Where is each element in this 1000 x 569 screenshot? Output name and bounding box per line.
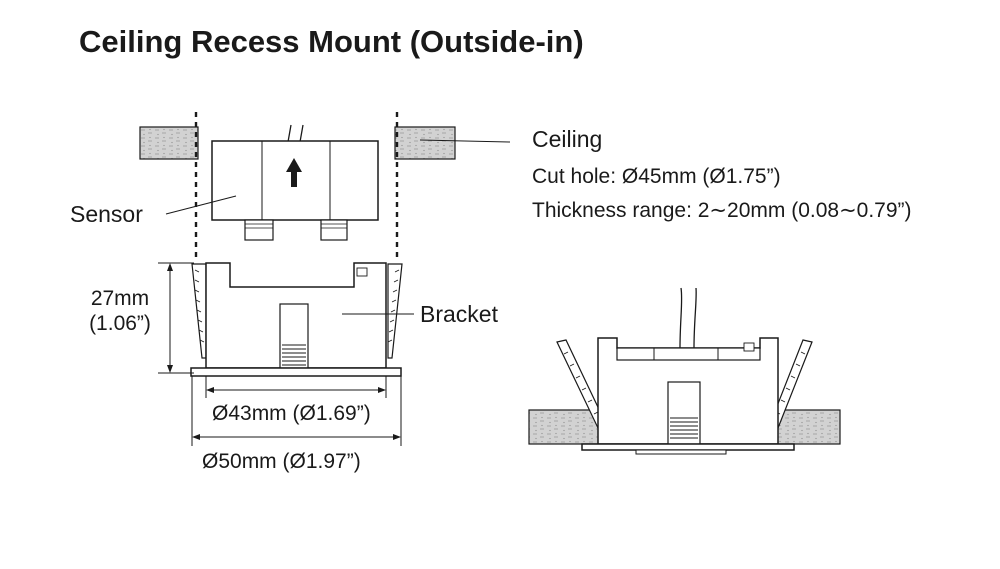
sensor-cable: [287, 124, 304, 143]
sensor-leader: [165, 195, 237, 215]
ceiling-label: Ceiling: [532, 126, 603, 152]
up-arrow-icon: [286, 158, 302, 187]
sensor: [211, 140, 379, 241]
thickness-label: Thickness range: 2∼20mm (0.08∼0.79”): [532, 199, 912, 222]
installed-ceiling-left: [528, 409, 600, 445]
ceiling-slab-right: [394, 126, 456, 160]
installed-view: [528, 287, 841, 455]
page-title: Ceiling Recess Mount (Outside-in): [79, 24, 584, 59]
ceiling-leader: [419, 139, 511, 143]
outer-diameter-label: Ø50mm (Ø1.97”): [202, 450, 361, 473]
outer-diameter-dimension: [191, 376, 402, 446]
installed-ceiling-right: [775, 409, 841, 445]
height-dimension: [158, 262, 194, 374]
bracket: [190, 262, 403, 377]
inner-diameter-label: Ø43mm (Ø1.69”): [212, 402, 371, 425]
bracket-label: Bracket: [420, 301, 498, 327]
ceiling-slab-left: [139, 126, 199, 160]
installed-cable: [679, 287, 697, 349]
height-mm-label: 27mm: [90, 287, 150, 310]
cut-hole-label: Cut hole: Ø45mm (Ø1.75”): [532, 165, 781, 188]
sensor-label: Sensor: [70, 201, 143, 227]
inner-diameter-dimension: [205, 376, 387, 398]
height-in-label: (1.06”): [89, 312, 151, 335]
